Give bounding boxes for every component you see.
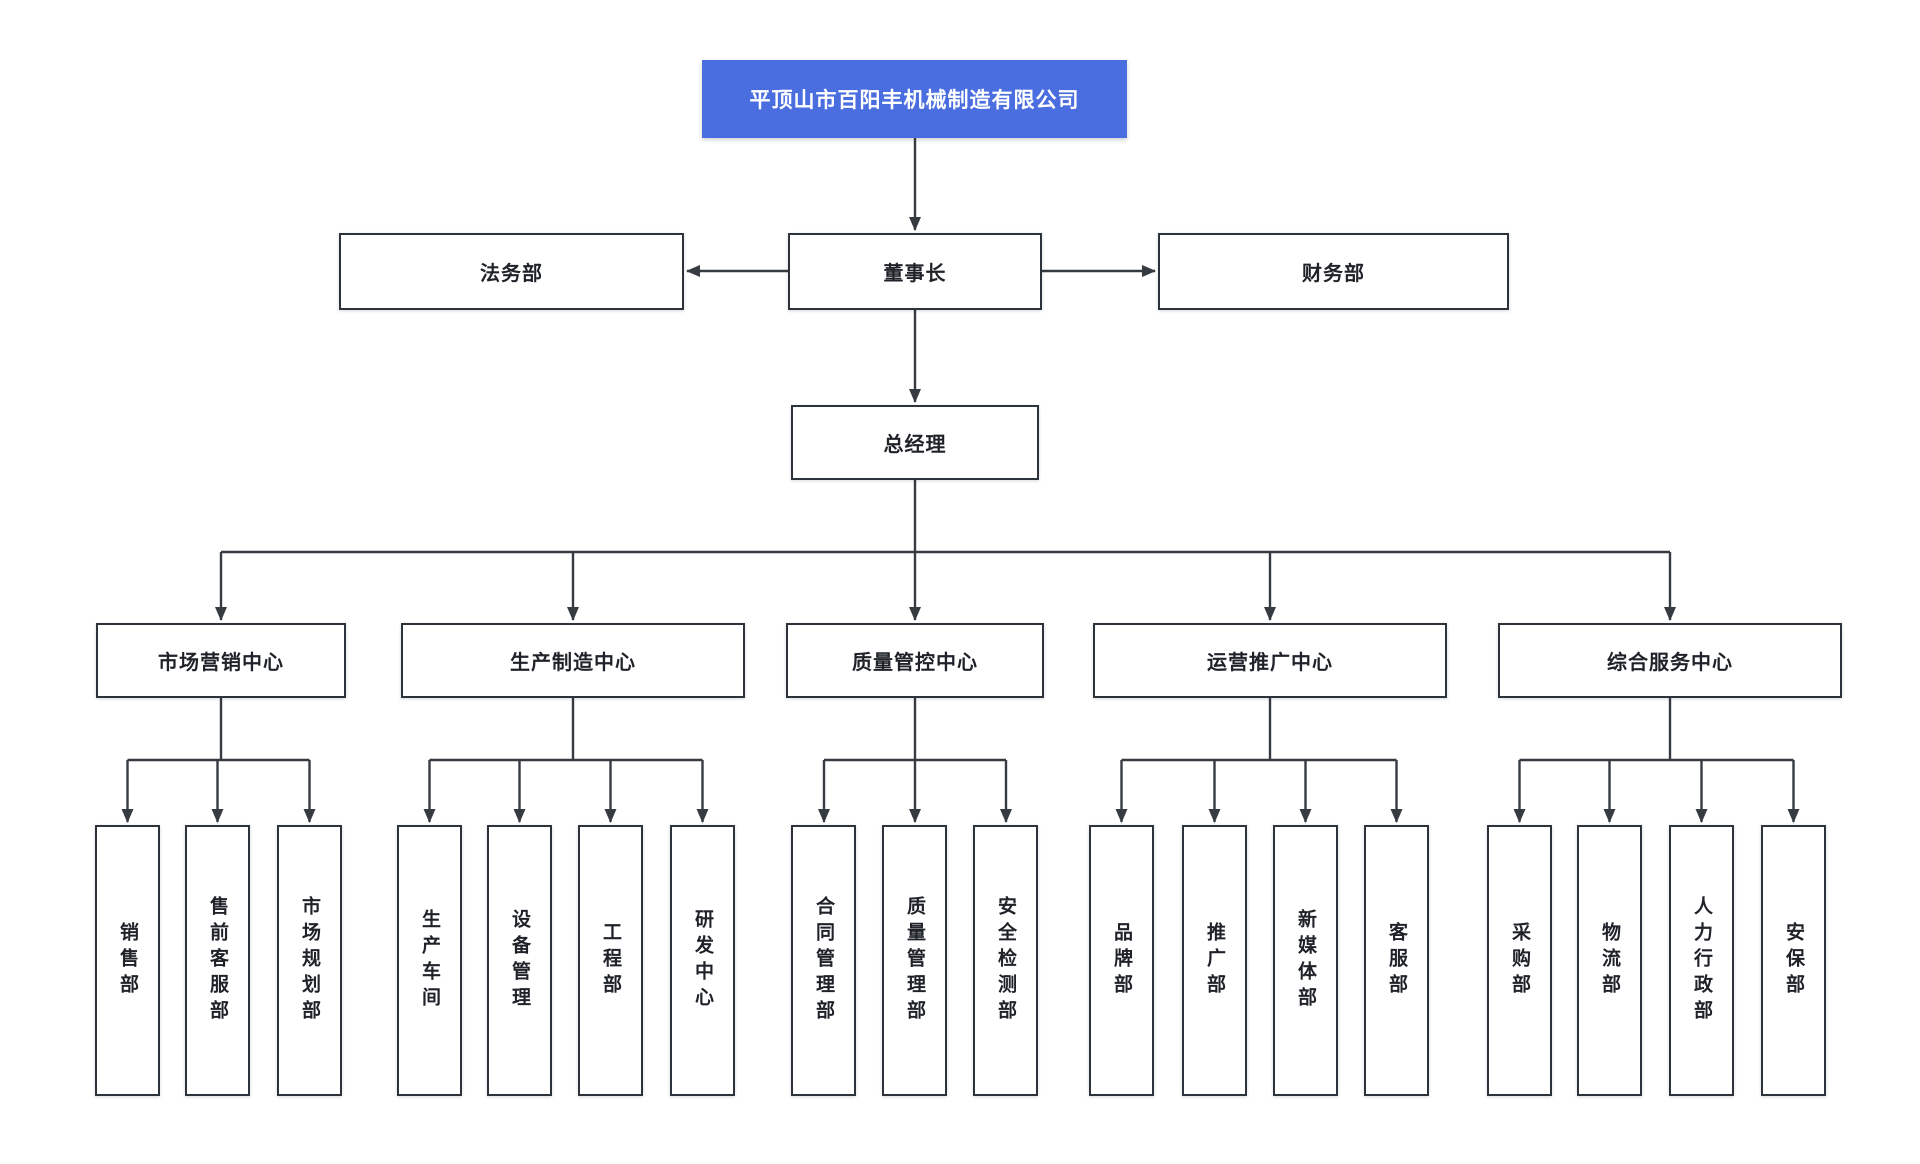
- node-dept-hr-admin[interactable]: 人力行政部: [1669, 825, 1734, 1096]
- node-dept-sales[interactable]: 销售部: [95, 825, 160, 1096]
- node-dept-brand[interactable]: 品牌部: [1089, 825, 1154, 1096]
- node-finance-dept[interactable]: 财务部: [1158, 233, 1509, 310]
- node-dept-contract-management[interactable]: 合同管理部: [791, 825, 856, 1096]
- node-dept-logistics[interactable]: 物流部: [1577, 825, 1642, 1096]
- node-company[interactable]: 平顶山市百阳丰机械制造有限公司: [702, 60, 1127, 138]
- node-legal-dept[interactable]: 法务部: [339, 233, 684, 310]
- node-center-services[interactable]: 综合服务中心: [1498, 623, 1842, 698]
- node-dept-promotion[interactable]: 推广部: [1182, 825, 1247, 1096]
- node-dept-market-planning[interactable]: 市场规划部: [277, 825, 342, 1096]
- node-dept-production-workshop[interactable]: 生产车间: [397, 825, 462, 1096]
- node-center-production[interactable]: 生产制造中心: [401, 623, 745, 698]
- node-dept-safety-inspection[interactable]: 安全检测部: [973, 825, 1038, 1096]
- node-dept-rnd-center[interactable]: 研发中心: [670, 825, 735, 1096]
- node-dept-security[interactable]: 安保部: [1761, 825, 1826, 1096]
- node-dept-quality-management[interactable]: 质量管理部: [882, 825, 947, 1096]
- node-dept-procurement[interactable]: 采购部: [1487, 825, 1552, 1096]
- node-dept-new-media[interactable]: 新媒体部: [1273, 825, 1338, 1096]
- node-dept-engineering[interactable]: 工程部: [578, 825, 643, 1096]
- node-center-operations[interactable]: 运营推广中心: [1093, 623, 1447, 698]
- node-dept-equipment-management[interactable]: 设备管理: [487, 825, 552, 1096]
- node-chairman[interactable]: 董事长: [788, 233, 1042, 310]
- node-center-marketing[interactable]: 市场营销中心: [96, 623, 346, 698]
- node-center-quality[interactable]: 质量管控中心: [786, 623, 1044, 698]
- node-dept-presales-service[interactable]: 售前客服部: [185, 825, 250, 1096]
- node-general-manager[interactable]: 总经理: [791, 405, 1039, 480]
- node-dept-customer-service[interactable]: 客服部: [1364, 825, 1429, 1096]
